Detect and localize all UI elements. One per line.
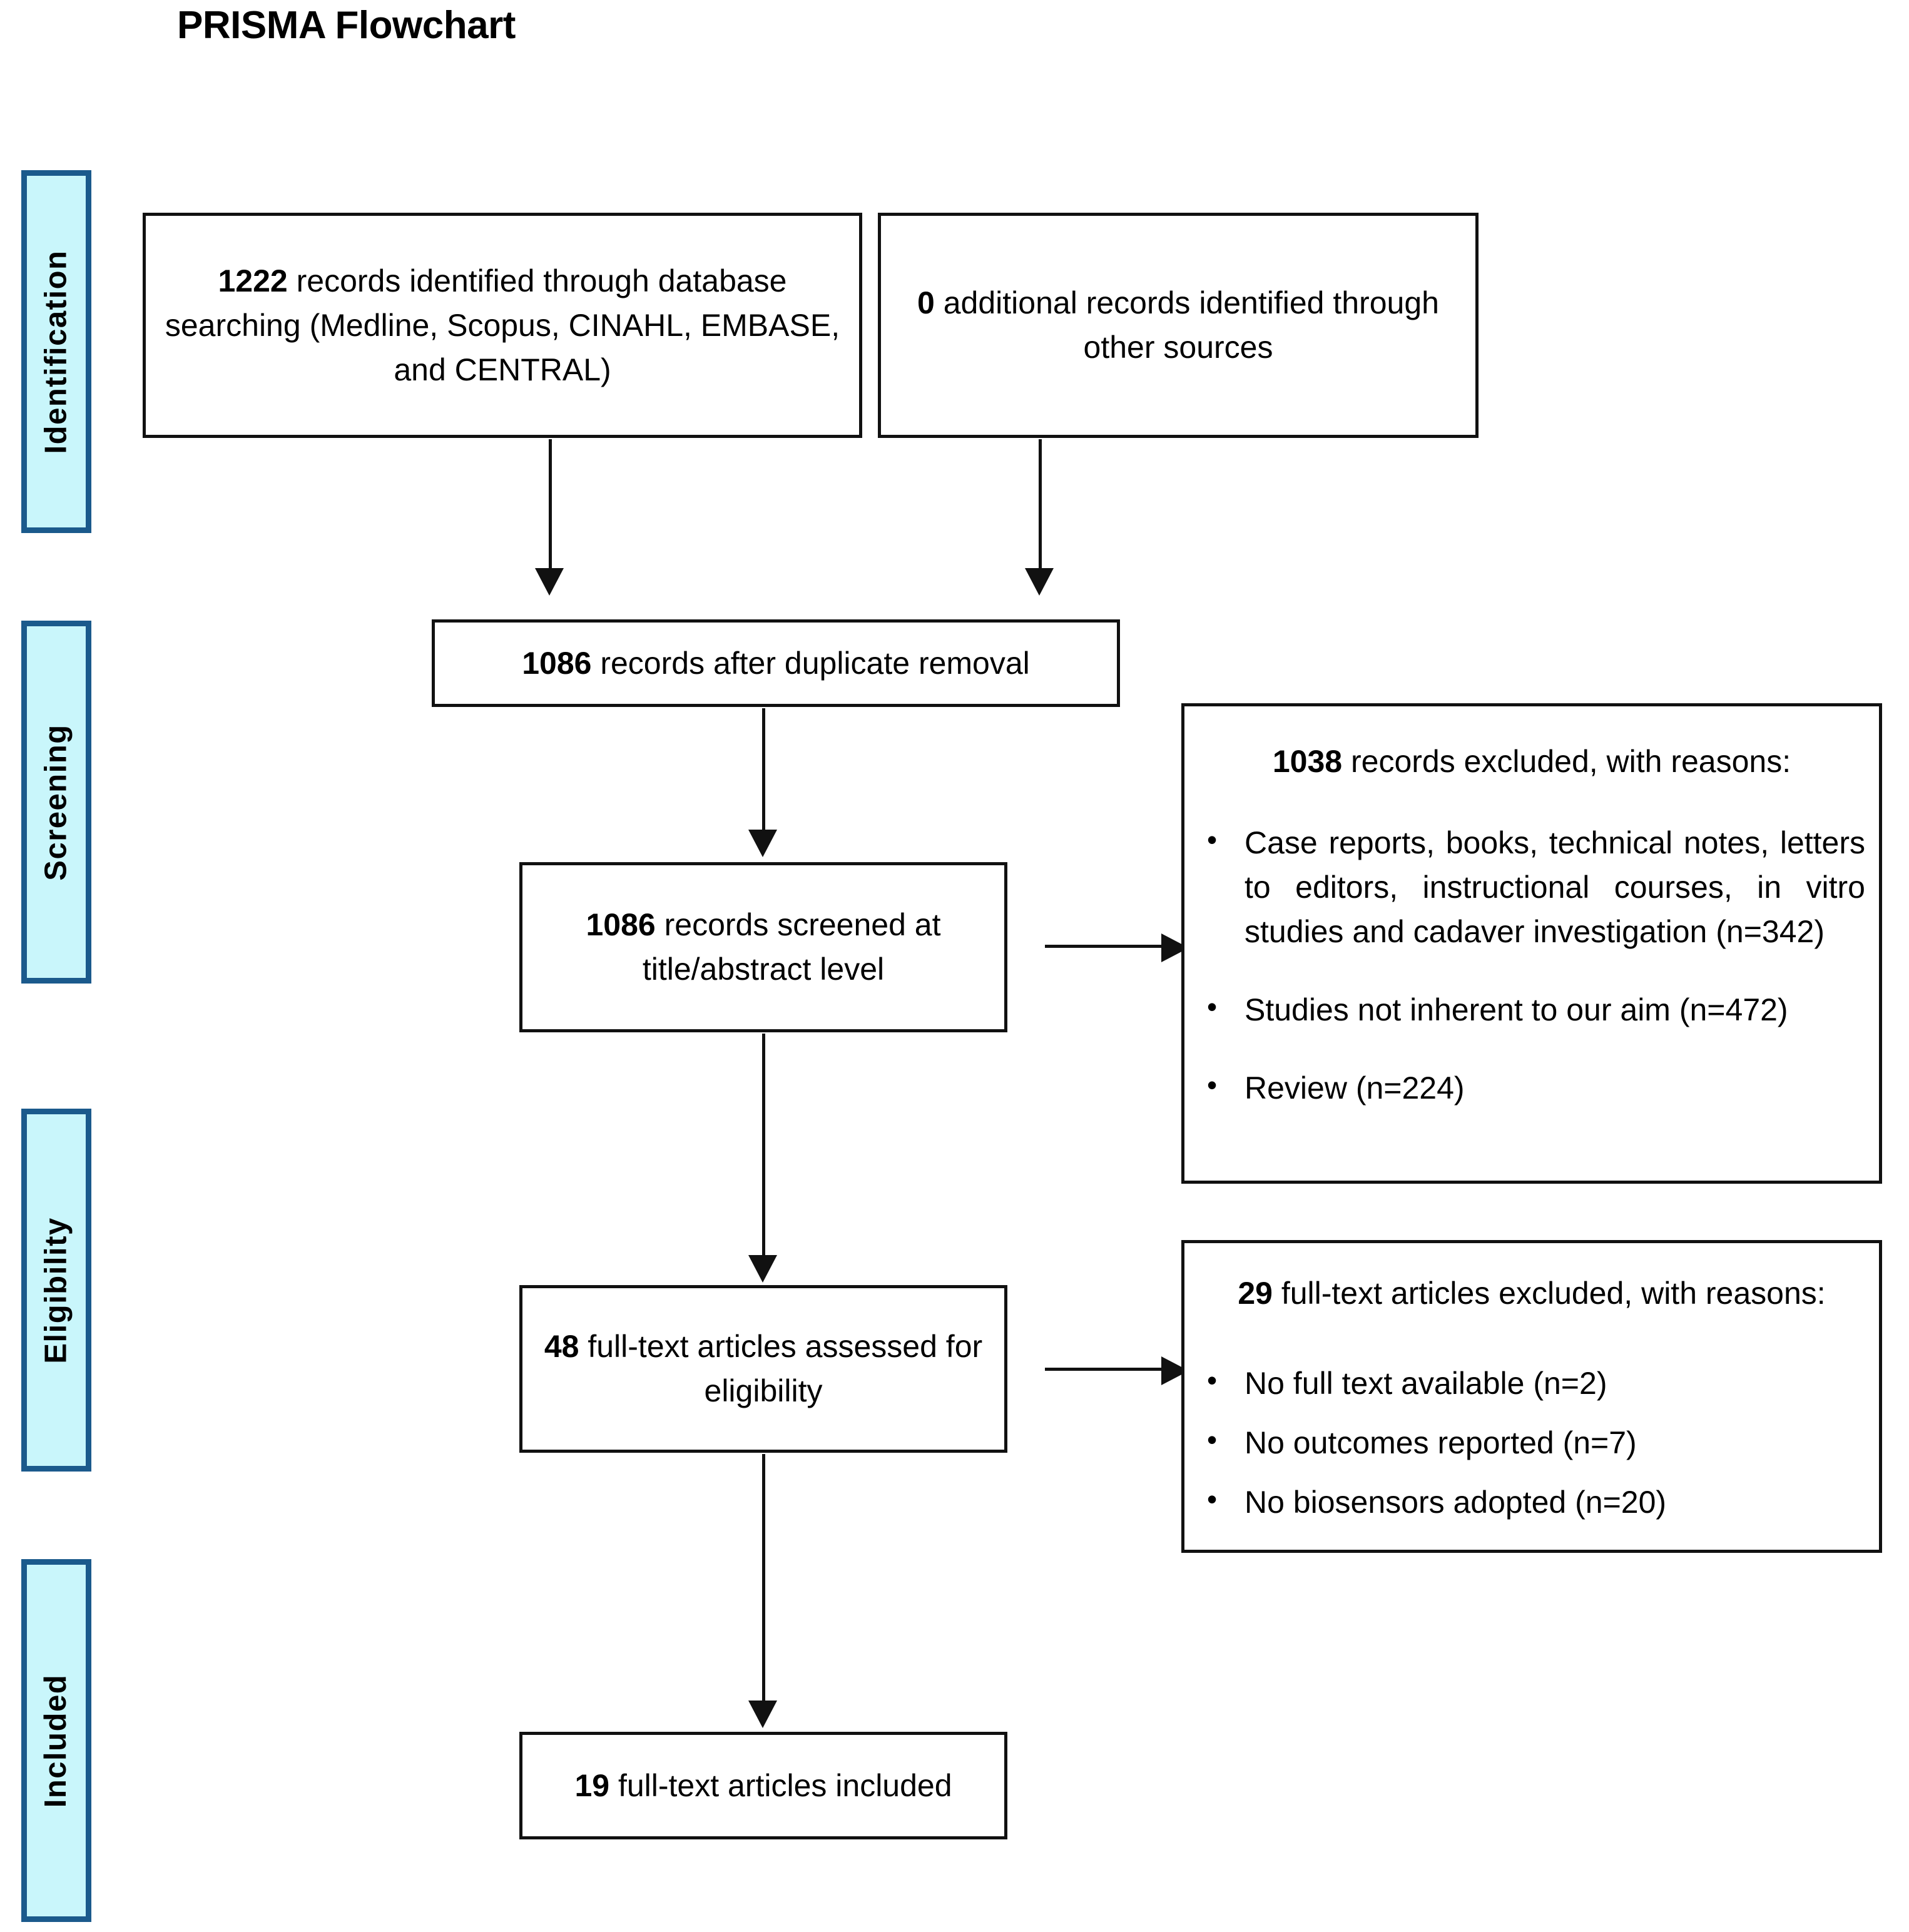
box-records-excluded-heading: 1038 records excluded, with reasons:: [1184, 741, 1879, 782]
phase-bar-identification: Identification: [21, 170, 91, 533]
box-fulltext-excluded: 29 full-text articles excluded, with rea…: [1181, 1240, 1882, 1553]
list-item: Studies not inherent to our aim (n=472): [1184, 987, 1879, 1032]
phase-label-screening: Screening: [39, 723, 73, 881]
box-after-duplicates-label: records after duplicate removal: [591, 645, 1030, 681]
arrow-fulltext-to-included-line: [762, 1454, 765, 1704]
phase-bar-included: Included: [21, 1559, 91, 1922]
phase-label-eligibility: Eligibility: [39, 1216, 73, 1364]
box-database-records-text: 1222 records identified through database…: [146, 259, 859, 392]
box-other-records-text: 0 additional records identified through …: [881, 281, 1475, 370]
box-fulltext-assessed-label: full-text articles assessed for eligibil…: [579, 1329, 983, 1408]
box-included-final-text: 19 full-text articles included: [522, 1764, 1004, 1808]
box-database-records-count: 1222: [218, 263, 288, 298]
arrow-duplicates-to-screened-head: [748, 830, 777, 857]
box-fulltext-excluded-heading: 29 full-text articles excluded, with rea…: [1184, 1273, 1879, 1314]
records-excluded-reason-list: Case reports, books, technical notes, le…: [1184, 820, 1879, 1111]
arrow-fulltext-to-excluded-line: [1045, 1368, 1164, 1371]
arrow-screened-to-fulltext-head: [748, 1255, 777, 1283]
arrow-other-to-duplicates-head: [1025, 568, 1054, 596]
arrow-screened-to-fulltext-line: [762, 1034, 765, 1259]
box-records-excluded-heading-label: records excluded, with reasons:: [1342, 744, 1791, 779]
phase-bar-screening: Screening: [21, 621, 91, 984]
box-records-screened-label: records screened at title/abstract level: [642, 907, 941, 987]
box-fulltext-assessed: 48 full-text articles assessed for eligi…: [519, 1285, 1007, 1453]
box-after-duplicates-text: 1086 records after duplicate removal: [435, 641, 1117, 686]
box-fulltext-excluded-heading-label: full-text articles excluded, with reason…: [1272, 1276, 1826, 1311]
list-item: No outcomes reported (n=7): [1184, 1420, 1879, 1465]
arrow-fulltext-to-included-head: [748, 1701, 777, 1728]
phase-label-identification: Identification: [39, 250, 73, 454]
box-after-duplicates: 1086 records after duplicate removal: [432, 619, 1120, 707]
box-database-records-label: records identified through database sear…: [165, 263, 840, 387]
box-fulltext-assessed-text: 48 full-text articles assessed for eligi…: [522, 1324, 1004, 1413]
box-records-screened-count: 1086: [586, 907, 656, 942]
arrow-duplicates-to-screened-line: [762, 708, 765, 833]
box-included-final: 19 full-text articles included: [519, 1732, 1007, 1839]
box-database-records: 1222 records identified through database…: [143, 213, 862, 438]
box-after-duplicates-count: 1086: [522, 645, 592, 681]
box-other-records: 0 additional records identified through …: [878, 213, 1479, 438]
box-other-records-label: additional records identified through ot…: [934, 285, 1439, 365]
list-item: No full text available (n=2): [1184, 1360, 1879, 1406]
box-records-excluded: 1038 records excluded, with reasons: Cas…: [1181, 703, 1882, 1184]
box-records-screened-text: 1086 records screened at title/abstract …: [522, 903, 1004, 992]
arrow-other-to-duplicates-line: [1039, 439, 1042, 572]
box-included-final-count: 19: [574, 1767, 610, 1803]
box-records-excluded-count: 1038: [1272, 744, 1343, 779]
list-item: Review (n=224): [1184, 1065, 1879, 1111]
box-included-final-label: full-text articles included: [609, 1767, 952, 1803]
box-records-screened: 1086 records screened at title/abstract …: [519, 862, 1007, 1032]
list-item: No biosensors adopted (n=20): [1184, 1479, 1879, 1525]
box-fulltext-assessed-count: 48: [544, 1329, 579, 1364]
fulltext-excluded-reason-list: No full text available (n=2) No outcomes…: [1184, 1360, 1879, 1525]
arrow-database-to-duplicates-head: [535, 568, 564, 596]
box-other-records-count: 0: [917, 285, 935, 320]
phase-label-included: Included: [39, 1674, 73, 1807]
phase-bar-eligibility: Eligibility: [21, 1109, 91, 1472]
arrow-database-to-duplicates-line: [549, 439, 552, 572]
arrow-screened-to-excluded-line: [1045, 945, 1164, 948]
box-fulltext-excluded-count: 29: [1238, 1276, 1273, 1311]
page-title: PRISMA Flowchart: [177, 4, 516, 47]
list-item: Case reports, books, technical notes, le…: [1184, 820, 1879, 954]
